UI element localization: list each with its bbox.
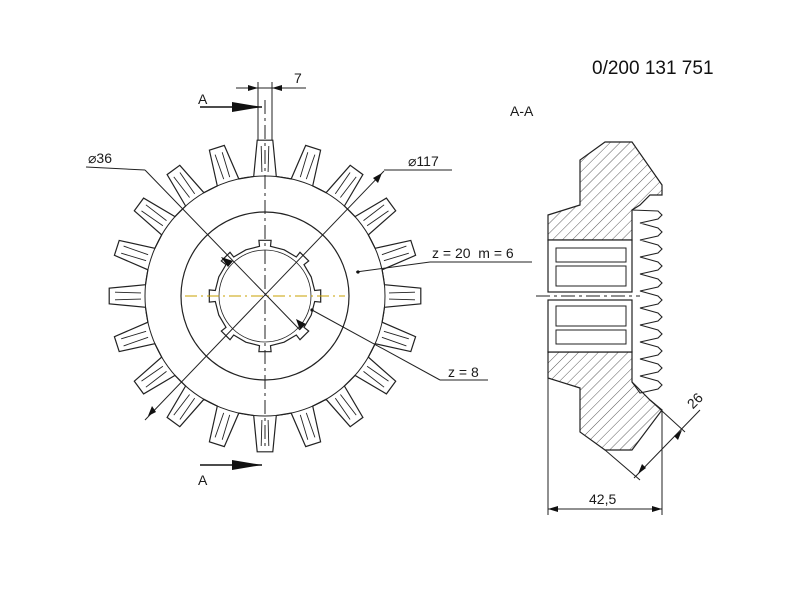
section-tooth-profile <box>631 209 663 394</box>
tooth-line <box>267 145 270 173</box>
tooth-line <box>383 252 409 262</box>
tooth-line <box>214 154 225 180</box>
bore-label-underline <box>85 166 146 171</box>
section-mark-top: A <box>198 91 208 107</box>
spline-slot-upper-inner-2 <box>555 265 627 287</box>
tooth-line <box>381 245 407 256</box>
spline-bore <box>208 239 322 353</box>
tooth-line <box>299 414 309 440</box>
tooth-line <box>173 394 190 416</box>
tooth-line <box>145 204 167 221</box>
dim-26-arrow-1 <box>674 430 682 440</box>
tooth-line <box>267 419 270 447</box>
gear-teeth <box>108 139 422 453</box>
tooth-line <box>179 397 196 420</box>
dim-7-arrow-right <box>272 85 282 91</box>
spline-spec-leader <box>311 309 441 381</box>
dim-26-line <box>633 409 701 479</box>
tooth-line <box>141 210 164 227</box>
tooth-line <box>121 252 147 262</box>
outer-arrow-1 <box>148 406 156 416</box>
dim-small-width: 7 <box>294 70 302 86</box>
dim-26-arrow-2 <box>638 464 646 474</box>
dim-26-ext-1 <box>649 399 686 433</box>
section-arrow-bottom-head <box>232 460 262 470</box>
dim-42-arrow-right <box>652 506 662 512</box>
section-body-lower <box>547 351 663 451</box>
outer-arrow-2 <box>373 173 382 183</box>
gear-spec: z = 20 m = 6 <box>432 245 514 261</box>
tooth-line <box>114 291 142 294</box>
gear-section-view <box>536 141 701 515</box>
tooth-line <box>366 365 389 382</box>
tooth-line <box>221 414 231 440</box>
tooth-line <box>141 365 164 382</box>
tooth-line <box>334 397 351 420</box>
dim-length: 42,5 <box>589 491 616 507</box>
bore-arrow-1 <box>221 257 233 267</box>
gear-spec-leader <box>355 261 431 273</box>
gear-front-view <box>85 82 532 470</box>
tooth-line <box>305 154 316 180</box>
gear-spec-dot <box>356 270 360 274</box>
section-body-upper <box>547 141 663 241</box>
spline-slot-lower-inner-2 <box>555 329 627 345</box>
tooth-line <box>179 172 196 195</box>
dim-26-ext-2 <box>604 449 641 481</box>
tooth-line <box>221 152 231 178</box>
section-mark-bottom: A <box>198 472 208 488</box>
tooth-line <box>260 419 263 447</box>
section-label: A-A <box>510 103 534 119</box>
tooth-line <box>334 172 351 195</box>
bore-diameter-leader <box>144 169 301 331</box>
tooth-line <box>145 371 167 388</box>
dim-face: 26 <box>684 389 706 411</box>
tooth-line <box>173 176 190 198</box>
tooth-line <box>388 298 416 301</box>
section-teeth-profile <box>631 209 663 394</box>
section-arrow-top-head <box>232 102 262 112</box>
tooth-line <box>340 176 357 198</box>
spline-slot-upper-inner <box>555 247 627 263</box>
spline-spec-dot <box>310 308 314 312</box>
tooth-line <box>260 145 263 173</box>
tooth-line <box>121 330 147 340</box>
dim-7-arrow-left <box>248 85 258 91</box>
tooth-line <box>340 394 357 416</box>
dim-bore-diameter: ⌀36 <box>88 150 112 166</box>
spline-spec: z = 8 <box>448 364 479 380</box>
tooth-line <box>381 336 407 347</box>
outer-diameter-leader <box>144 170 385 421</box>
tooth-line <box>299 152 309 178</box>
bore-arrow-2 <box>296 319 306 330</box>
tooth-line <box>305 412 316 438</box>
spline-slot-lower-inner <box>555 305 627 327</box>
tooth-line <box>123 245 149 256</box>
part-number: 0/200 131 751 <box>592 58 714 79</box>
tooth-line <box>363 371 385 388</box>
tooth-line <box>123 336 149 347</box>
tooth-line <box>388 291 416 294</box>
dim-outer-diameter: ⌀117 <box>408 153 439 169</box>
tooth-line <box>363 204 385 221</box>
tooth-line <box>114 298 142 301</box>
tooth-line <box>366 210 389 227</box>
tooth-line <box>383 330 409 340</box>
tooth-line <box>214 412 225 438</box>
dim-42-arrow-left <box>548 506 558 512</box>
